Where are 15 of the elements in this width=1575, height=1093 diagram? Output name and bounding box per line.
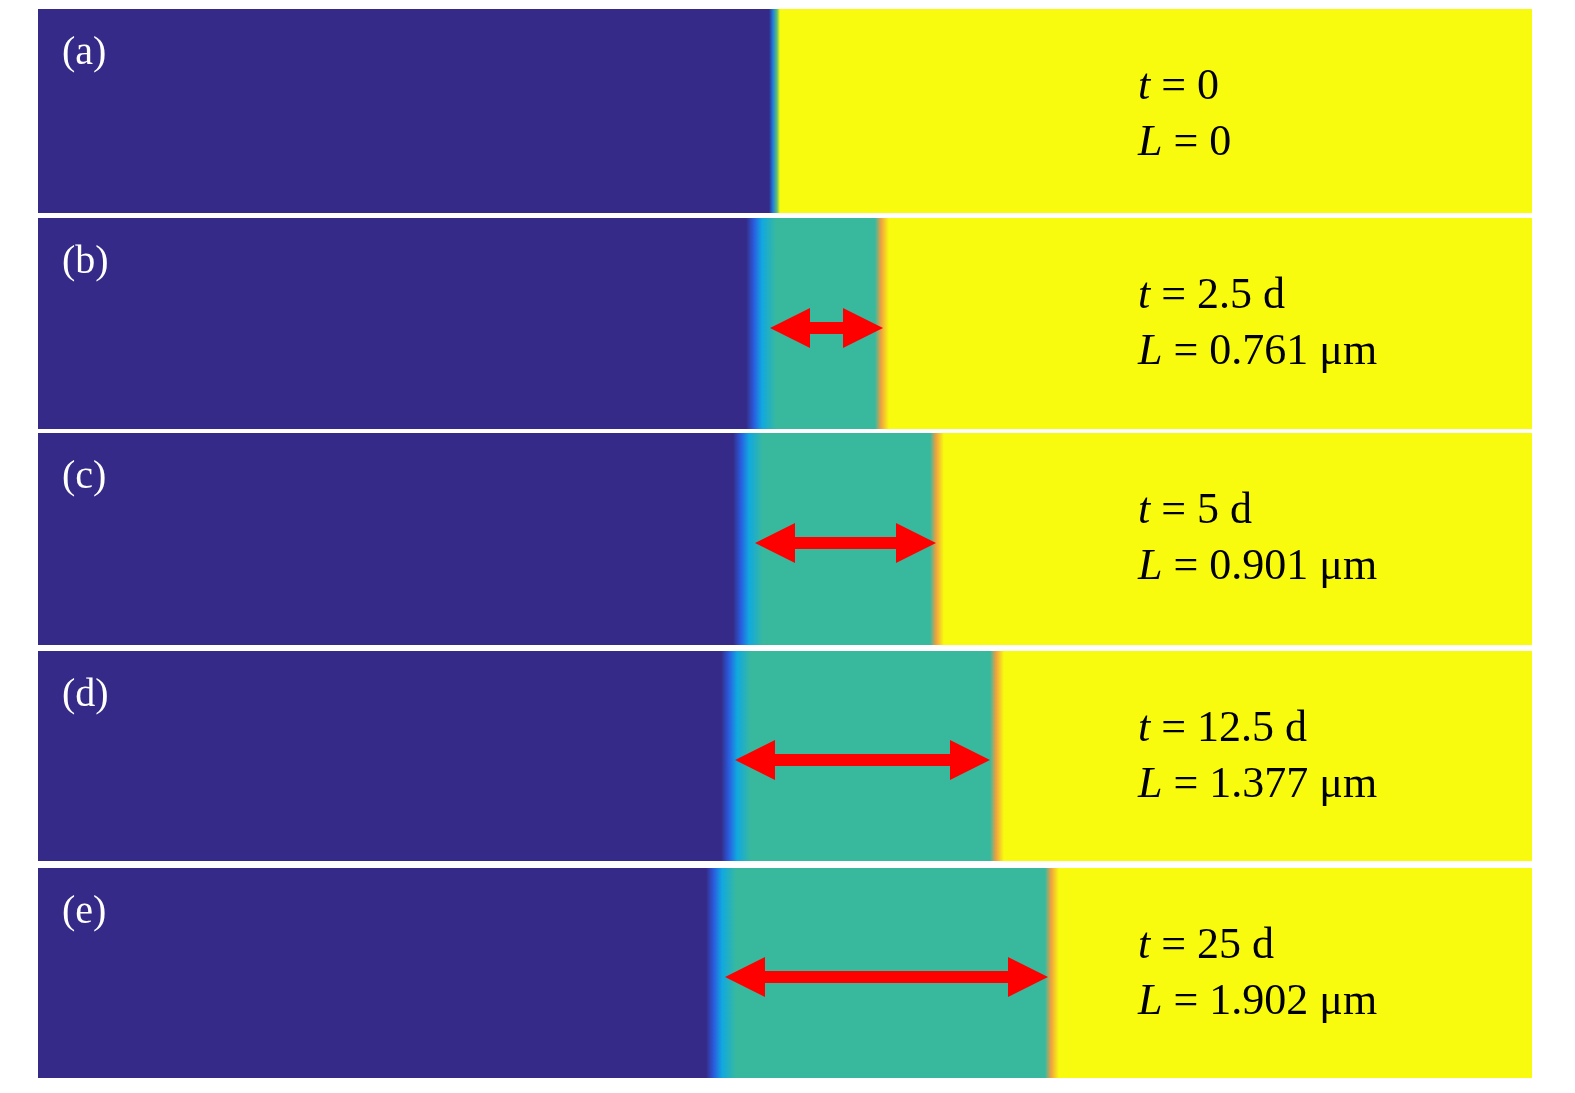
panel-label: (c) <box>62 451 107 498</box>
thickness-label: L = 0.901 μm <box>1138 539 1378 590</box>
time-label: t = 12.5 d <box>1138 701 1308 752</box>
time-label: t = 5 d <box>1138 483 1253 534</box>
panel-label: (e) <box>62 886 107 933</box>
panel-label: (a) <box>62 27 107 74</box>
time-label: t = 0 <box>1138 59 1220 110</box>
time-label: t = 25 d <box>1138 918 1275 969</box>
thickness-label: L = 1.377 μm <box>1138 757 1378 808</box>
panel-label: (b) <box>62 236 109 283</box>
panel-label: (d) <box>62 669 109 716</box>
thickness-label: L = 1.902 μm <box>1138 974 1378 1025</box>
thickness-label: L = 0 <box>1138 115 1232 166</box>
time-label: t = 2.5 d <box>1138 268 1286 319</box>
thickness-label: L = 0.761 μm <box>1138 324 1378 375</box>
